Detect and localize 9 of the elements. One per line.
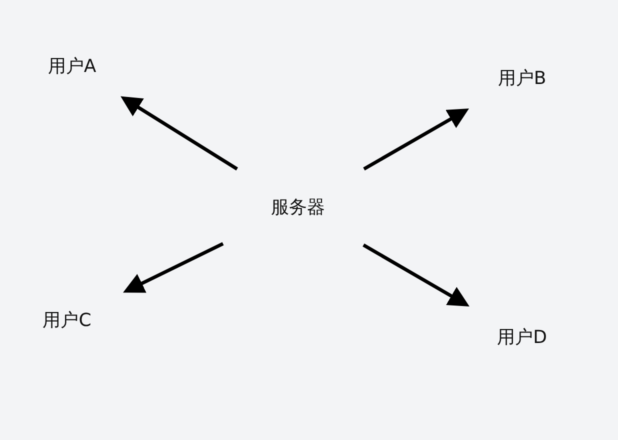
arrow [120, 96, 238, 170]
node-label: 用户C [42, 309, 92, 332]
arrow [362, 243, 470, 307]
node-label: 服务器 [271, 196, 325, 219]
node-label: 用户D [497, 326, 547, 349]
arrow [123, 242, 224, 293]
node-label: 用户B [498, 67, 546, 90]
node-label: 用户A [48, 55, 96, 78]
arrow [363, 108, 470, 171]
